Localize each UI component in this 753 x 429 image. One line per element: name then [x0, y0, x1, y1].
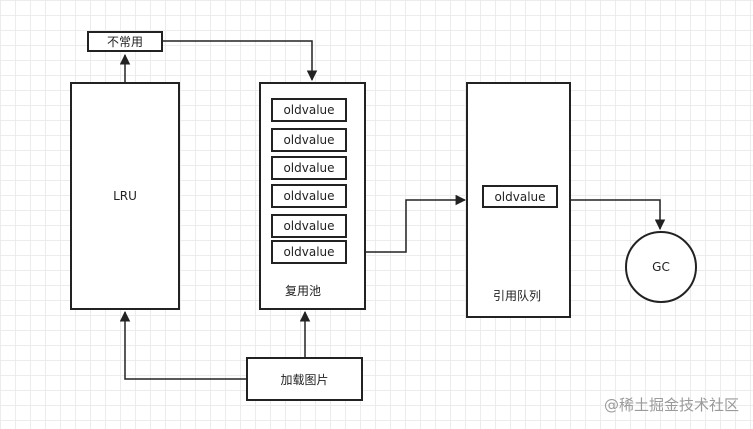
arrow-load-to-lru: [119, 310, 246, 380]
lru-node: LRU: [70, 82, 180, 310]
queue-item-label: oldvalue: [494, 189, 546, 204]
load-image-node: 加载图片: [246, 357, 363, 401]
pool-item-label: oldvalue: [283, 189, 335, 203]
reuse-pool-caption: 复用池: [285, 284, 322, 298]
arrow-queue-to-gc: [571, 199, 666, 231]
queue-item: oldvalue: [482, 185, 558, 208]
rare-node: 不常用: [87, 31, 163, 52]
watermark: @稀土掘金技术社区: [603, 396, 739, 414]
arrow-rare-to-pool: [163, 40, 318, 82]
pool-item: oldvalue: [271, 184, 347, 208]
load-image-node-label: 加载图片: [280, 372, 329, 387]
pool-item: oldvalue: [271, 240, 347, 264]
pool-item: oldvalue: [271, 156, 347, 180]
pool-item: oldvalue: [271, 98, 347, 122]
pool-item-label: oldvalue: [283, 103, 335, 117]
gc-node-label: GC: [652, 260, 670, 274]
rare-node-label: 不常用: [106, 35, 143, 49]
pool-item: oldvalue: [271, 214, 347, 238]
gc-node: GC: [625, 231, 697, 303]
pool-item-label: oldvalue: [283, 161, 335, 175]
pool-item-label: oldvalue: [283, 219, 335, 233]
pool-item: oldvalue: [271, 128, 347, 152]
pool-item-label: oldvalue: [283, 133, 335, 147]
lru-node-label: LRU: [113, 189, 137, 203]
pool-item-label: oldvalue: [283, 245, 335, 259]
reference-queue-caption: 引用队列: [493, 289, 542, 303]
